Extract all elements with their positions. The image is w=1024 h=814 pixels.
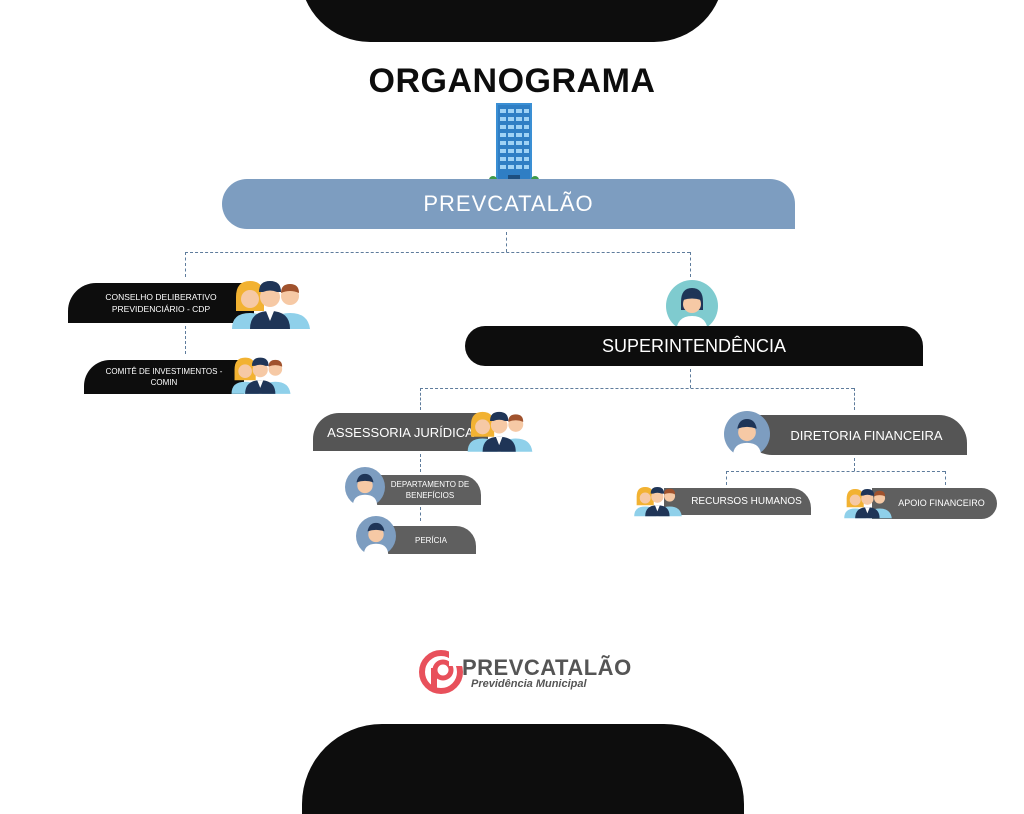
connector (185, 252, 690, 253)
pericia-label: PERÍCIA (414, 535, 447, 545)
connector (726, 471, 727, 485)
root-node: PREVCATALÃO (222, 179, 795, 229)
team-icon (843, 486, 893, 520)
root-label: PREVCATALÃO (423, 191, 594, 216)
top-decoration (300, 0, 724, 42)
team-icon (633, 485, 683, 517)
connector (506, 232, 507, 252)
connector (420, 454, 421, 472)
connector (185, 252, 186, 277)
conselho-label: CONSELHO DELIBERATIVO PREVIDENCIÁRIO - C… (105, 292, 217, 314)
conselho-node: CONSELHO DELIBERATIVO PREVIDENCIÁRIO - C… (68, 283, 254, 323)
team-icon (466, 409, 534, 453)
assessoria-label: ASSESSORIA JURÍDICA (327, 424, 474, 440)
person-icon (724, 411, 770, 457)
brand-subtitle: Previdência Municipal (471, 678, 587, 690)
departamento-label: DEPARTAMENTO DE BENEFÍCIOS (390, 480, 470, 500)
connector (420, 388, 854, 389)
diretoria-node: DIRETORIA FINANCEIRA (744, 415, 967, 455)
rh-node: RECURSOS HUMANOS (664, 488, 811, 515)
team-icon (230, 279, 312, 329)
connector (690, 252, 691, 277)
connector (726, 471, 945, 472)
superintendencia-node: SUPERINTENDÊNCIA (465, 326, 923, 366)
apoio-node: APOIO FINANCEIRO (872, 488, 997, 519)
assessoria-node: ASSESSORIA JURÍDICA (313, 413, 488, 451)
connector (854, 388, 855, 410)
connector (690, 369, 691, 388)
comite-node: COMITÊ DE INVESTIMENTOS - COMIN (84, 360, 244, 394)
building-icon (488, 101, 540, 187)
page-title: ORGANOGRAMA (368, 62, 656, 100)
connector (420, 507, 421, 521)
apoio-label: APOIO FINANCEIRO (898, 498, 985, 508)
brand-logo-icon (419, 650, 463, 694)
bottom-decoration (302, 724, 744, 814)
brand-name: PREVCATALÃO (462, 655, 632, 680)
diretoria-label: DIRETORIA FINANCEIRA (790, 427, 943, 443)
connector (185, 326, 186, 354)
comite-label: COMITÊ DE INVESTIMENTOS - COMIN (105, 367, 223, 387)
connector (945, 471, 946, 485)
person-icon (356, 516, 396, 556)
connector (420, 388, 421, 410)
person-icon (345, 467, 385, 507)
rh-label: RECURSOS HUMANOS (691, 496, 802, 507)
connector (854, 458, 855, 471)
superintendencia-label: SUPERINTENDÊNCIA (601, 335, 787, 356)
team-icon (230, 355, 292, 395)
